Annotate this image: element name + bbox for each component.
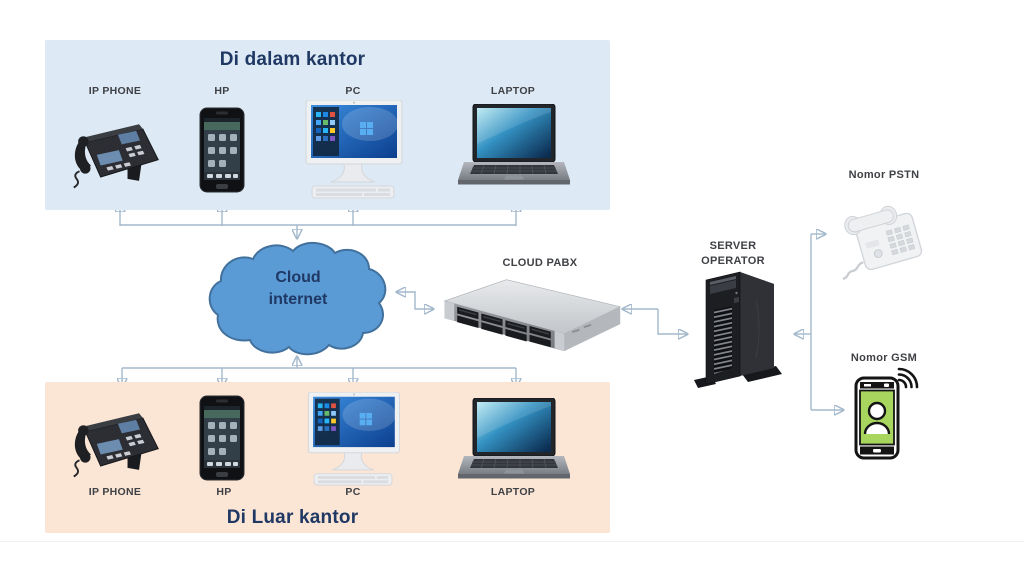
smartphone-icon [198,106,246,194]
server-operator-line1: SERVER [709,240,757,252]
cloud-label-line2: internet [268,291,328,308]
outside-hp-label: HP [216,486,232,498]
cloud-pabx-label: CLOUD PABX [502,257,578,269]
arrow-pabx-to-operator [657,309,687,334]
outside-pc-label: PC [345,486,361,498]
arrow-cloud-to-pabx [414,291,433,309]
outside-office-title: Di Luar kantor [226,507,359,528]
inside-laptop-label: LAPTOP [490,85,536,97]
outside-ipphone-label: IP PHONE [88,486,142,498]
cloud-label-line1: Cloud [275,269,321,286]
cloud-internet-label: Cloud internet [203,267,393,311]
nomor-pstn-label: Nomor PSTN [848,169,920,181]
inside-ipphone-label: IP PHONE [88,85,142,97]
smartphone-icon [198,394,246,482]
analog-phone-icon [842,192,934,287]
inside-pc-label: PC [345,85,361,97]
desktop-pc-icon [298,100,408,200]
ip-phone-icon [68,397,164,487]
slide-edge-line [0,541,1024,542]
inside-office-zone: Di dalam kantor IP PHONE HP PC LAPTOP [45,40,610,210]
server-operator-line2: OPERATOR [701,255,765,267]
rack-server-icon [438,272,623,354]
inside-office-title: Di dalam kantor [219,49,366,70]
ip-phone-icon [68,108,164,198]
outside-office-zone: IP PHONE HP PC LAPTOP Di Luar kantor [45,382,610,533]
outside-laptop-label: LAPTOP [490,486,536,498]
laptop-icon [458,398,570,486]
inside-hp-label: HP [214,85,230,97]
nomor-gsm-label: Nomor GSM [850,352,918,364]
desktop-pc-icon [298,392,408,487]
tower-server-icon [690,264,790,389]
gsm-phone-icon [853,366,919,462]
laptop-icon [458,104,570,192]
server-operator-label: SERVER OPERATOR [673,239,793,269]
